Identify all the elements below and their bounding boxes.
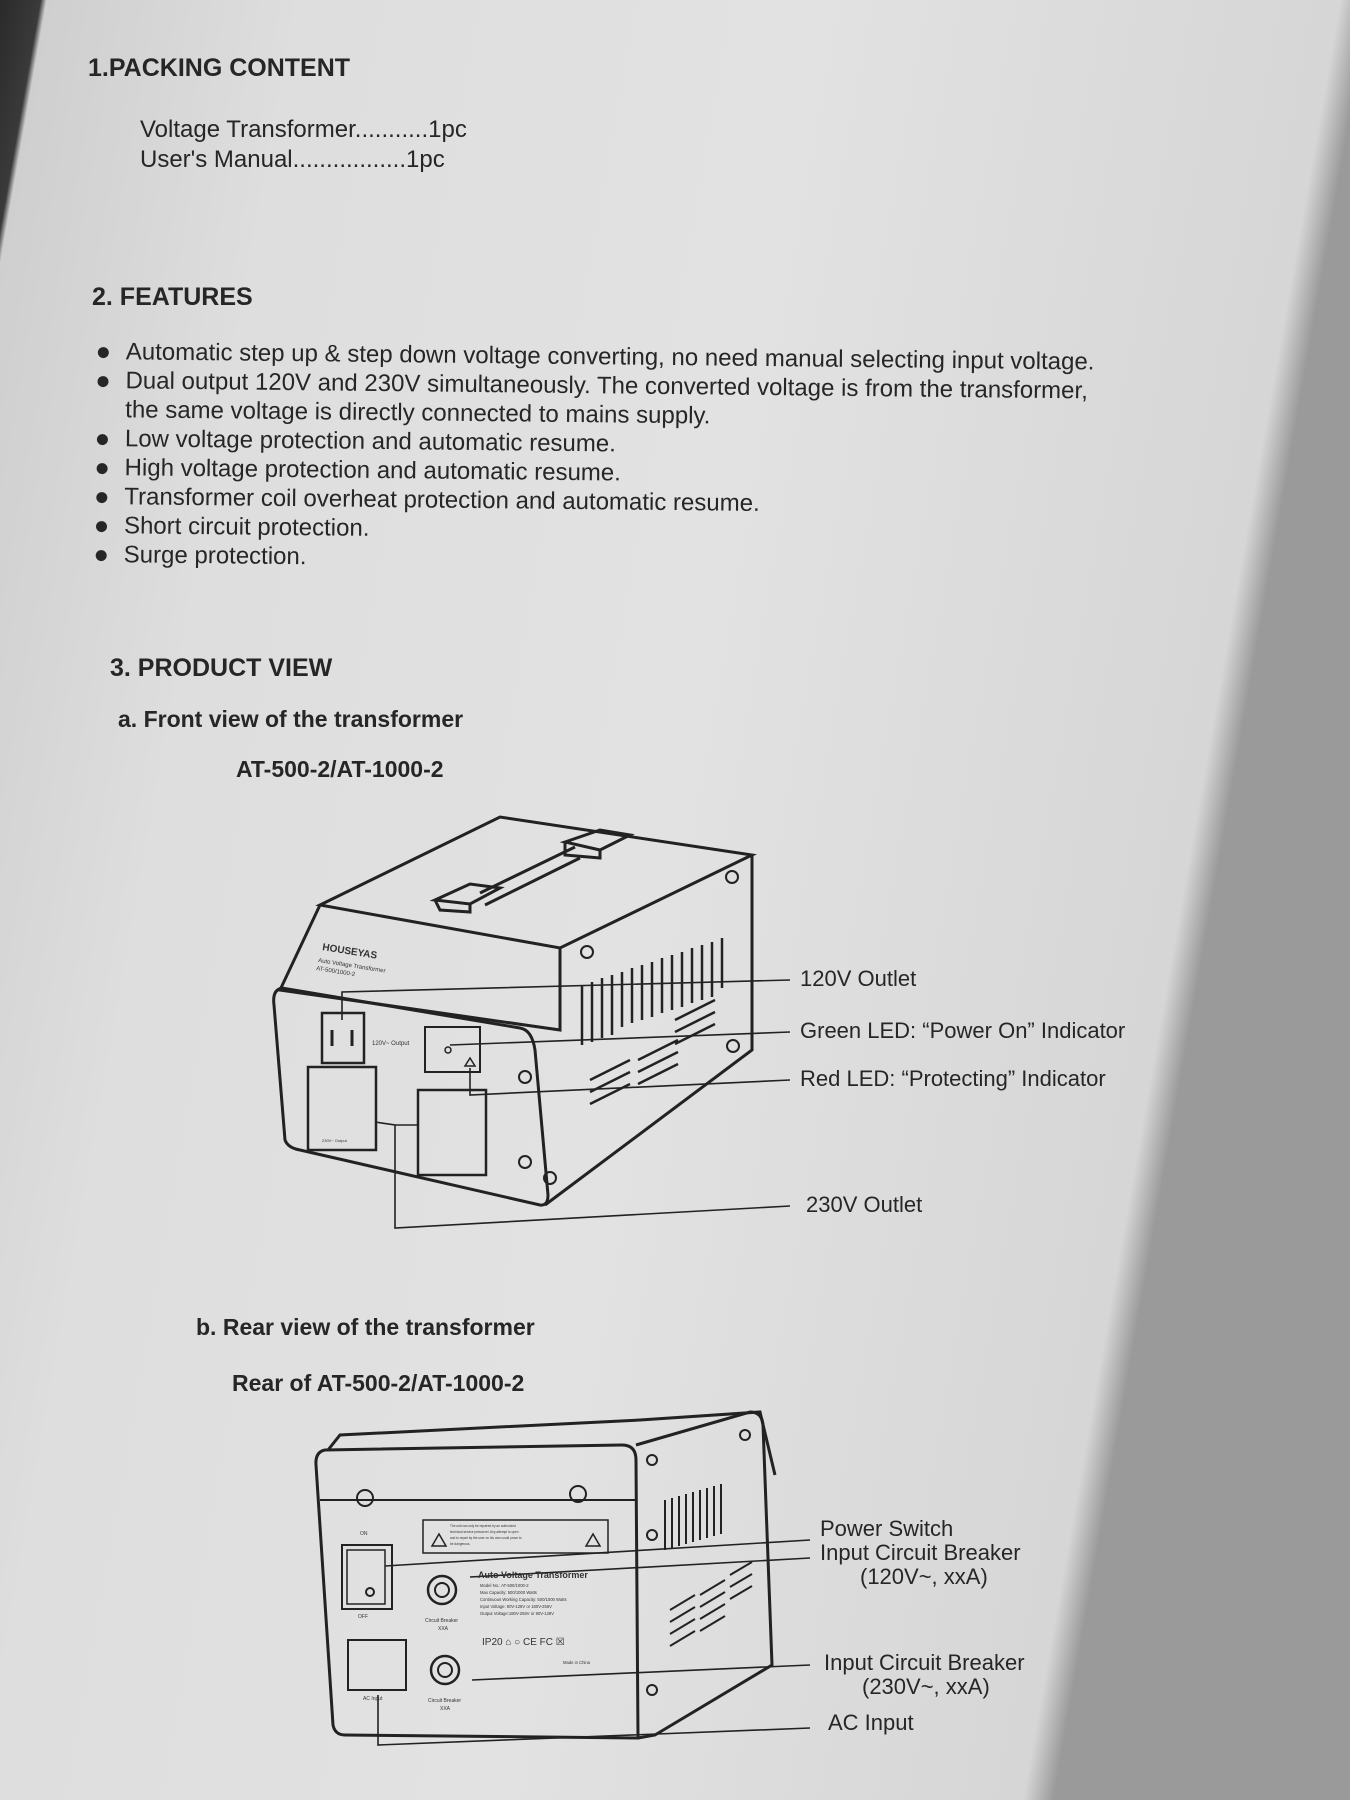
screw-icon <box>356 1489 374 1507</box>
label-breaker-230: Input Circuit Breaker <box>824 1650 1025 1675</box>
outlet-120-text: 120V~ Output <box>372 1041 410 1047</box>
breaker-rating: XXA <box>438 1626 449 1632</box>
rear-panel <box>314 1443 640 1740</box>
breaker-knob <box>434 1582 450 1598</box>
outlet-230v-left <box>306 1065 378 1152</box>
certification-marks: IP20 ⌂ ○ CE FC ☒ <box>482 1637 565 1648</box>
plate-line: Max Capacity: 500/1000 Watts <box>480 1590 537 1595</box>
screw-icon <box>580 945 594 959</box>
breaker-text: Circuit Breaker <box>425 1618 458 1624</box>
screw-icon <box>518 1070 532 1084</box>
warning-line: be dangerous. <box>450 1542 470 1546</box>
warning-line: technical service personnel. Any attempt… <box>450 1530 519 1534</box>
outlet-230-text: 230V~ Output <box>322 1138 348 1143</box>
plate-line: Continuous Working Capacity: 500/1000 Wa… <box>480 1597 567 1602</box>
warning-box <box>422 1519 609 1554</box>
breaker-text: Circuit Breaker <box>428 1698 461 1704</box>
plate-title: Auto Voltage Transformer <box>478 1570 588 1580</box>
switch-off-mark <box>365 1587 375 1597</box>
rear-view-subheading: b. Rear view of the transformer <box>196 1314 535 1340</box>
front-panel <box>272 986 550 1207</box>
outlet-120v <box>320 1011 366 1065</box>
label-power-switch: Power Switch <box>820 1516 954 1541</box>
screw-icon <box>725 870 739 884</box>
screws <box>518 870 740 1185</box>
label-breaker-230-rating: (230V~, xxA) <box>862 1674 990 1699</box>
label-breaker-120: Input Circuit Breaker <box>820 1540 1021 1565</box>
switch-off-label: OFF <box>358 1614 368 1620</box>
rear-model: Rear of AT-500-2/AT-1000-2 <box>232 1370 525 1396</box>
label-120v-outlet: 120V Outlet <box>800 966 917 991</box>
rear-screws <box>356 1429 751 1696</box>
label-red-led: Red LED: “Protecting” Indicator <box>800 1066 1106 1091</box>
breaker-knob <box>437 1662 453 1678</box>
plate-line: Model No.: AT-500/1000-2 <box>480 1583 529 1588</box>
front-view-subheading: a. Front view of the transformer <box>118 706 464 732</box>
made-in: Made in China <box>563 1660 591 1665</box>
ac-input-socket <box>347 1639 407 1691</box>
warning-icon <box>430 1532 602 1547</box>
screw-icon <box>646 1454 658 1466</box>
side-panel <box>635 1410 774 1740</box>
breaker-120v[interactable] <box>426 1574 458 1606</box>
label-breaker-120-rating: (120V~, xxA) <box>860 1564 988 1589</box>
switch-rocker <box>346 1549 386 1605</box>
outlet-230v-right <box>416 1088 488 1177</box>
switch-on-label: ON <box>360 1531 368 1537</box>
features-heading: 2. FEATURES <box>92 283 253 311</box>
green-led-icon <box>444 1046 452 1054</box>
packing-item-manual: User's Manual.................1pc <box>140 146 445 173</box>
ac-input-text: AC Input <box>363 1696 383 1702</box>
plate-line: Input Voltage: 90V-128V or 180V-256V <box>480 1604 552 1609</box>
rear-vents <box>664 1484 753 1647</box>
packing-heading: 1.PACKING CONTENT <box>88 54 351 82</box>
screw-icon <box>739 1429 751 1441</box>
outlet-120v-slots <box>330 1030 354 1046</box>
screw-icon <box>646 1529 658 1541</box>
screw-icon <box>569 1485 587 1503</box>
label-green-led: Green LED: “Power On” Indicator <box>800 1018 1126 1043</box>
handle-foot <box>429 882 505 914</box>
vent-slots <box>580 938 724 1106</box>
power-switch[interactable] <box>341 1544 393 1610</box>
led-panel <box>424 1026 481 1073</box>
screw-icon <box>646 1684 658 1696</box>
label-230v-outlet: 230V Outlet <box>806 1192 923 1217</box>
label-ac-input: AC Input <box>828 1710 914 1735</box>
screw-icon <box>726 1039 740 1053</box>
handle-bar <box>479 845 581 907</box>
breaker-rating: XXA <box>440 1706 451 1712</box>
top-edge <box>326 1410 777 1476</box>
red-led-icon <box>463 1056 477 1067</box>
warning-line: and to repair by the user on his own cou… <box>450 1536 522 1540</box>
leader-lines-front <box>341 979 791 1229</box>
screw-icon <box>518 1155 532 1169</box>
packing-item-transformer: Voltage Transformer...........1pc <box>140 116 467 143</box>
front-model: AT-500-2/AT-1000-2 <box>236 756 444 782</box>
handle-foot <box>559 828 635 860</box>
side-panel <box>544 855 754 1207</box>
plate-line: Output Voltage:180V-256V or 90V-128V <box>480 1611 554 1616</box>
leader-lines-rear <box>377 1539 811 1746</box>
breaker-230v[interactable] <box>429 1654 461 1686</box>
product-view-heading: 3. PRODUCT VIEW <box>110 654 333 682</box>
screw-icon <box>543 1171 557 1185</box>
warning-line: The unit can only be repaired by an auth… <box>450 1524 516 1528</box>
rear-panel-text: The unit can only be repaired by an auth… <box>358 1524 591 1712</box>
